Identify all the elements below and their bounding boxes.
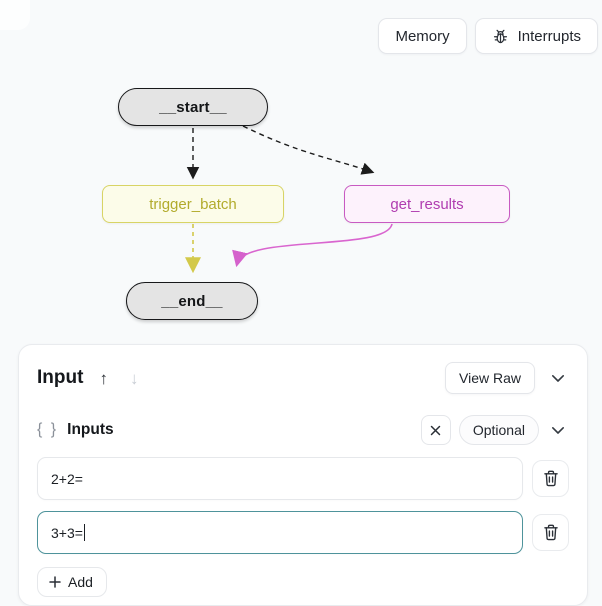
trash-icon [543,470,559,487]
canvas-corner [0,0,30,30]
graph-node-start[interactable]: __start__ [118,88,268,126]
panel-title: Input [37,367,84,388]
graph-edges [185,125,393,274]
top-toolbar: Memory Interrupts [378,18,598,54]
graph-node-get-results[interactable]: get_results [344,185,510,223]
add-input-button[interactable]: Add [37,567,107,597]
node-trigger-batch-label: trigger_batch [149,195,237,213]
collapse-inputs-button[interactable] [547,422,569,439]
graph-node-trigger-batch[interactable]: trigger_batch [102,185,284,223]
text-cursor [83,524,86,541]
inputs-section-label: Inputs [67,421,114,438]
close-icon [430,425,441,436]
node-get-results-label: get_results [390,195,464,213]
graph-node-end[interactable]: __end__ [126,282,258,320]
input-row-2: 3+3= [37,511,569,554]
sort-ascending-icon[interactable]: ↑ [95,368,112,389]
memory-button[interactable]: Memory [378,18,467,54]
json-braces-icon: { } [37,421,59,438]
view-raw-button[interactable]: View Raw [445,362,535,394]
edge-start-to-get-results [242,125,375,175]
node-start-label: __start__ [159,98,227,116]
edge-get-results-to-end [232,223,393,268]
add-button-label: Add [68,574,93,590]
delete-input-1-button[interactable] [532,460,569,497]
input-field-1[interactable]: 2+2= [37,457,523,500]
clear-inputs-button[interactable] [420,415,451,445]
input-field-2-value: 3+3= [51,524,83,541]
sort-descending-icon[interactable]: ↓ [126,368,143,389]
chevron-down-icon [551,374,565,383]
delete-input-2-button[interactable] [532,514,569,551]
inputs-section-row: { } Inputs Optional [37,414,569,446]
input-panel: Input ↑ ↓ View Raw { } Inputs Optional 2… [18,344,588,606]
plus-icon [49,576,61,588]
trash-icon [543,524,559,541]
interrupts-button-label: Interrupts [517,27,581,45]
input-field-2[interactable]: 3+3= [37,511,523,554]
input-panel-header: Input ↑ ↓ View Raw [37,360,569,396]
node-end-label: __end__ [161,292,223,310]
memory-button-label: Memory [395,27,450,45]
interrupts-button[interactable]: Interrupts [474,18,598,54]
optional-badge: Optional [458,415,539,445]
collapse-panel-button[interactable] [547,370,569,387]
input-row-1: 2+2= [37,457,569,500]
chevron-down-icon [551,426,565,435]
input-field-1-value: 2+2= [51,470,83,487]
bug-icon [492,28,509,45]
